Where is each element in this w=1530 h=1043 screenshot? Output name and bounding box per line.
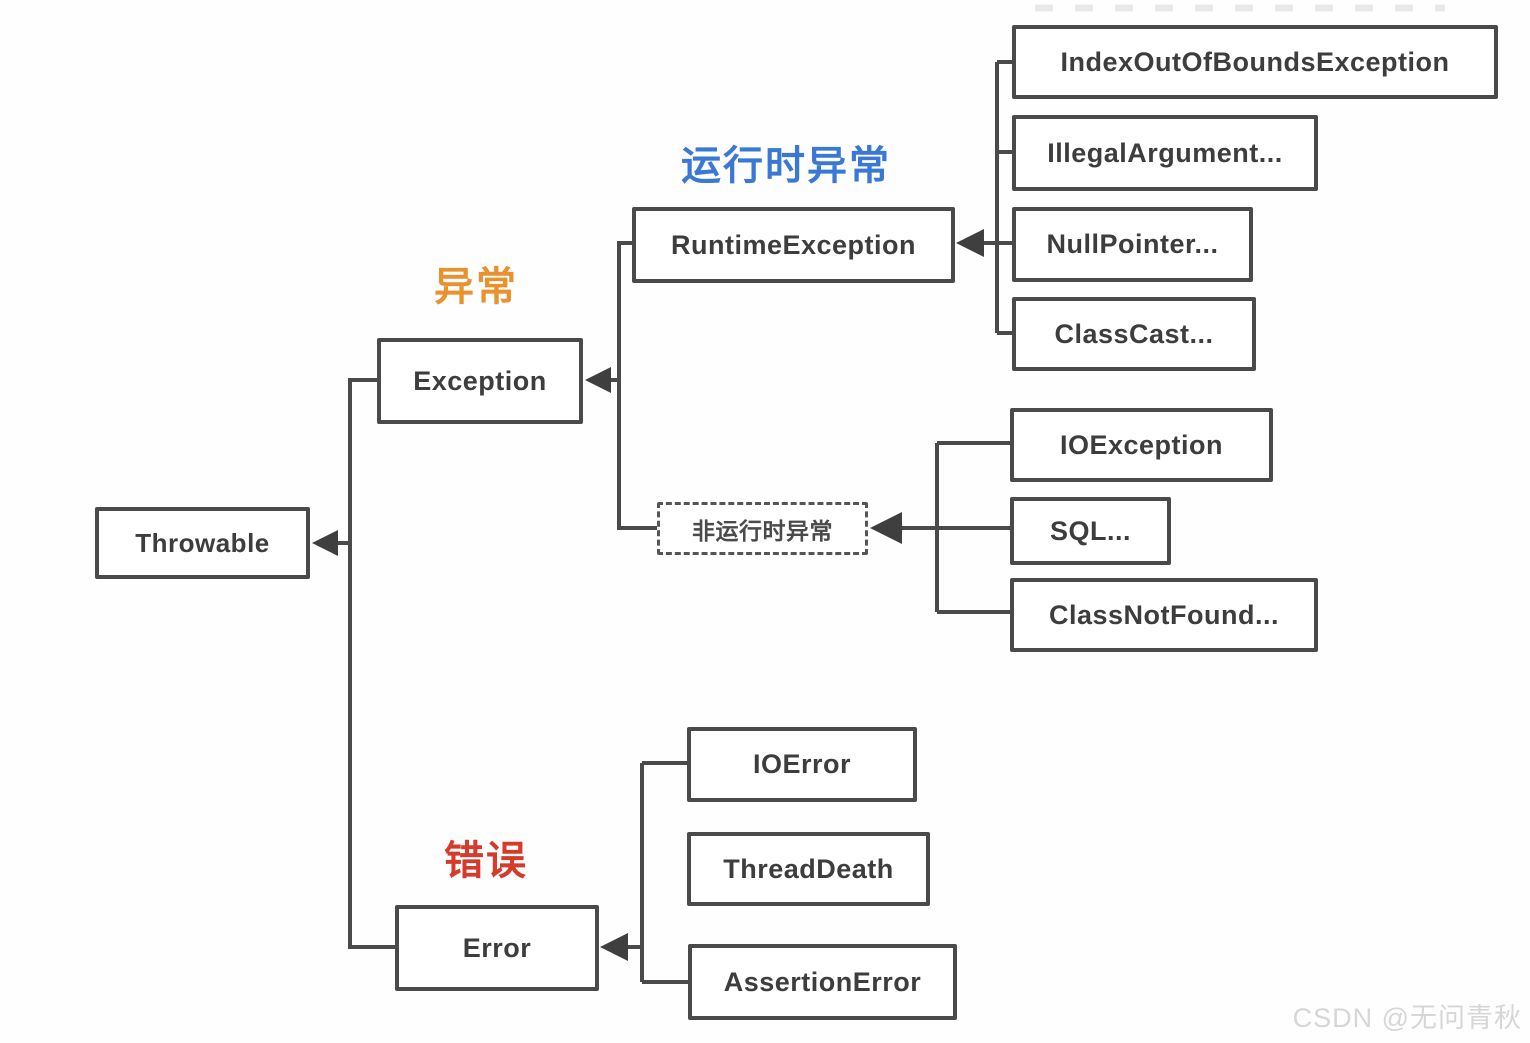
arrowhead-into-error <box>600 933 628 961</box>
csdn-watermark: CSDN @无问青秋 <box>1292 1003 1522 1033</box>
arrowhead-into-non-runtime <box>870 512 902 544</box>
node-non-runtime-exception: 非运行时异常 <box>657 502 868 555</box>
arrowhead-into-exception <box>585 367 611 393</box>
node-runtime-exception: RuntimeException <box>632 207 955 283</box>
node-sql-exception: SQL... <box>1010 497 1171 565</box>
exceptions-zone-label: 异常 <box>434 265 518 309</box>
node-illegal-argument: IllegalArgument... <box>1012 115 1318 191</box>
node-class-cast: ClassCast... <box>1012 297 1256 371</box>
node-io-exception: IOException <box>1010 408 1273 482</box>
node-thread-death: ThreadDeath <box>687 832 930 906</box>
errors-zone-label: 错误 <box>444 839 528 883</box>
arrowhead-into-throwable <box>312 530 338 556</box>
node-exception: Exception <box>377 338 583 424</box>
node-io-error: IOError <box>687 727 917 802</box>
node-null-pointer: NullPointer... <box>1012 207 1253 282</box>
node-class-not-found: ClassNotFound... <box>1010 578 1318 652</box>
arrowhead-into-runtime-exception <box>956 229 984 257</box>
runtime-exceptions-zone-label: 运行时异常 <box>681 144 891 188</box>
node-error: Error <box>395 905 599 991</box>
node-assertion-error: AssertionError <box>688 944 957 1020</box>
node-throwable: Throwable <box>95 507 310 579</box>
node-index-out-of-bounds-exception: IndexOutOfBoundsException <box>1012 25 1498 99</box>
